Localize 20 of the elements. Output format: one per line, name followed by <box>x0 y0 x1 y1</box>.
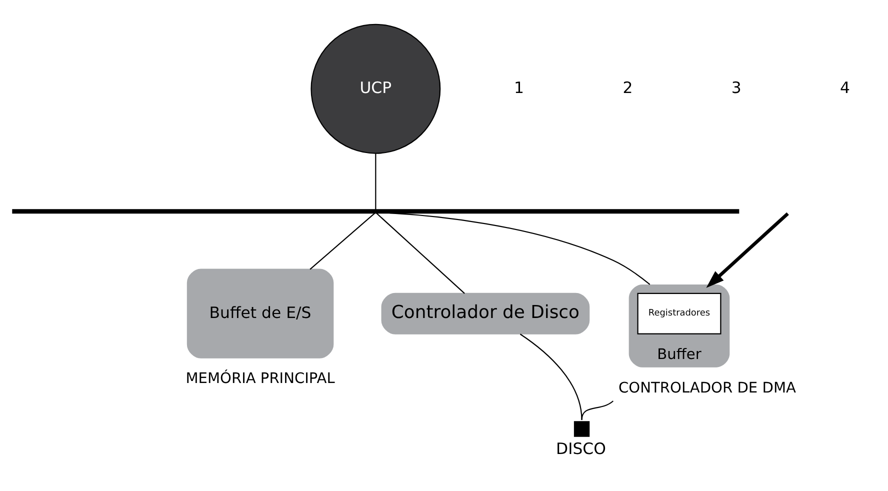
node-box: Buffet de E/S <box>186 268 334 358</box>
node-box: Controlador de Disco <box>381 292 590 334</box>
node-bar <box>12 209 740 214</box>
arrow <box>706 212 789 288</box>
node-box: Registradores <box>637 292 722 334</box>
node-circle: UCP <box>310 24 441 154</box>
connector <box>310 212 376 270</box>
node-label: CONTROLADOR DE DMA <box>618 379 796 396</box>
connector <box>390 212 650 285</box>
node-label: MEMÓRIA PRINCIPAL <box>186 370 335 387</box>
connector <box>520 334 582 420</box>
connector <box>581 400 614 420</box>
node-label: DISCO <box>556 438 606 458</box>
label: 4 <box>840 78 850 98</box>
label: 2 <box>622 78 633 98</box>
connector <box>376 212 465 294</box>
label: 1 <box>514 78 524 98</box>
node-box <box>574 421 590 437</box>
label: 3 <box>731 78 742 98</box>
connector <box>375 154 376 210</box>
